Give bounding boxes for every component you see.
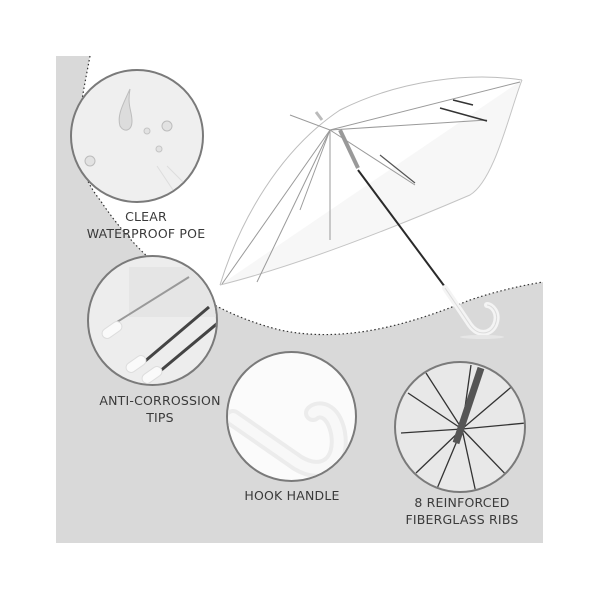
label-clear-poe: CLEAR WATERPROOF POE — [86, 208, 206, 242]
label-line1: HOOK HANDLE — [244, 488, 340, 503]
label-line1: CLEAR — [125, 209, 167, 224]
label-fiberglass-ribs: 8 REINFORCED FIBERGLASS RIBS — [392, 494, 532, 528]
callout-anti-corrosion-tips — [87, 255, 218, 386]
callout-clear-poe — [70, 69, 204, 203]
label-line2: FIBERGLASS RIBS — [405, 512, 519, 527]
label-line2: WATERPROOF POE — [86, 226, 206, 241]
label-line1: ANTI-CORROSSION — [99, 393, 221, 408]
callout-hook-handle — [226, 351, 357, 482]
hook-handle-icon — [228, 401, 348, 478]
label-line1: 8 REINFORCED — [414, 495, 510, 510]
ribs-frame-icon — [400, 364, 524, 491]
callout-fiberglass-ribs — [394, 361, 526, 493]
label-line2: TIPS — [146, 410, 174, 425]
label-hook-handle: HOOK HANDLE — [222, 487, 362, 504]
rib-tips-icon — [101, 267, 216, 384]
water-droplets-icon — [84, 88, 191, 197]
label-anti-corrosion-tips: ANTI-CORROSSION TIPS — [80, 392, 240, 426]
